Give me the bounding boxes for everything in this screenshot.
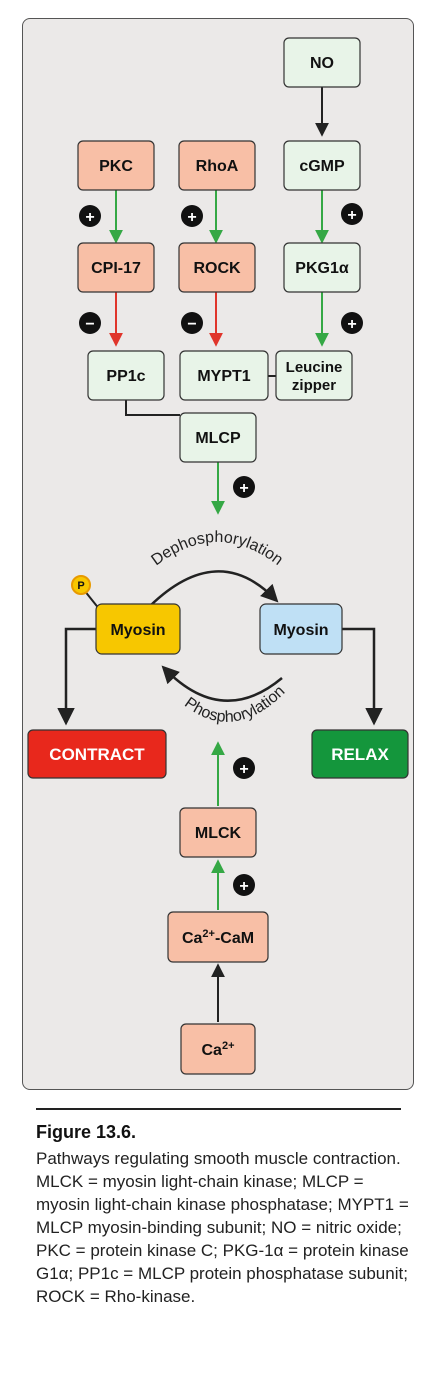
node-pkc: PKC bbox=[77, 140, 155, 191]
arrow-dephosphorylation bbox=[149, 570, 279, 607]
minus-sign-icon: − bbox=[181, 312, 203, 334]
connectors bbox=[57, 87, 383, 1022]
node-cgmp: cGMP bbox=[283, 140, 361, 191]
plus-sign-icon: + bbox=[233, 476, 255, 498]
figure-title: Figure 13.6. bbox=[36, 1122, 137, 1142]
node-myosin-label: Myosin bbox=[273, 622, 328, 639]
node-myosin: Myosin bbox=[259, 603, 343, 655]
node-mypt1: MYPT1 bbox=[179, 350, 269, 401]
node-pp1c-label: PP1c bbox=[106, 368, 145, 385]
dephosphorylation-text: Dephosphorylation bbox=[148, 529, 285, 569]
phosphorylation-label: Phosphorylation bbox=[181, 683, 288, 726]
node-mlcp: MLCP bbox=[179, 412, 257, 463]
node-ca-cam: Ca2+-CaM bbox=[167, 911, 269, 963]
node-leucine-label: Leucine bbox=[286, 359, 343, 376]
node-cgmp-label: cGMP bbox=[299, 158, 345, 175]
svg-text:+: + bbox=[85, 209, 94, 226]
node-myosin-phosphorylated: Myosin bbox=[95, 603, 181, 655]
node-pp1c: PP1c bbox=[87, 350, 165, 401]
figure-caption: Pathways regulating smooth muscle contra… bbox=[36, 1149, 409, 1306]
pathway-diagram: NO PKC RhoA cGMP CPI-17 ROCK PKG1α PP1c … bbox=[27, 37, 409, 1075]
node-ca-label: Ca2+ bbox=[202, 1040, 235, 1059]
node-relax-label: RELAX bbox=[331, 745, 389, 764]
node-myosin-p-label: Myosin bbox=[110, 622, 165, 639]
caption-divider bbox=[36, 1108, 401, 1110]
svg-text:+: + bbox=[239, 480, 248, 497]
svg-text:−: − bbox=[85, 316, 94, 333]
node-mlck: MLCK bbox=[179, 807, 257, 858]
node-ca: Ca2+ bbox=[180, 1023, 256, 1075]
plus-sign-icon: + bbox=[233, 757, 255, 779]
node-rhoa-label: RhoA bbox=[196, 158, 239, 175]
plus-sign-icon: + bbox=[341, 312, 363, 334]
svg-text:+: + bbox=[347, 207, 356, 224]
phosphorylation-text: Phosphorylation bbox=[181, 683, 288, 726]
node-ca-cam-label: Ca2+-CaM bbox=[182, 928, 254, 947]
node-no-label: NO bbox=[310, 55, 334, 72]
node-pkg1a: PKG1α bbox=[283, 242, 361, 293]
node-cpi17: CPI-17 bbox=[77, 242, 155, 293]
svg-text:+: + bbox=[187, 209, 196, 226]
arrow-myosin-relax bbox=[342, 627, 383, 726]
node-contract-label: CONTRACT bbox=[49, 745, 145, 764]
arrow-phosphorylation bbox=[161, 665, 283, 702]
node-zipper-label: zipper bbox=[292, 377, 336, 394]
minus-sign-icon: − bbox=[79, 312, 101, 334]
node-contract: CONTRACT bbox=[27, 729, 167, 779]
node-rhoa: RhoA bbox=[178, 140, 256, 191]
plus-sign-icon: + bbox=[79, 205, 101, 227]
arrow-myosinp-contract bbox=[57, 627, 96, 726]
node-leucine-zipper: Leucine zipper bbox=[275, 350, 353, 401]
svg-text:+: + bbox=[347, 316, 356, 333]
sign-markers: + + + − − + + + bbox=[79, 203, 363, 896]
link-pp1c-mlcp bbox=[125, 400, 180, 416]
svg-text:+: + bbox=[239, 878, 248, 895]
dephosphorylation-label: Dephosphorylation bbox=[148, 529, 285, 569]
node-no: NO bbox=[283, 37, 361, 88]
phosphate-badge: P bbox=[71, 575, 91, 595]
node-rock-label: ROCK bbox=[193, 260, 241, 277]
node-rock: ROCK bbox=[178, 242, 256, 293]
node-relax: RELAX bbox=[311, 729, 409, 779]
node-pkc-label: PKC bbox=[99, 158, 133, 175]
plus-sign-icon: + bbox=[341, 203, 363, 225]
diagram-panel bbox=[22, 18, 414, 1090]
plus-sign-icon: + bbox=[181, 205, 203, 227]
plus-sign-icon: + bbox=[233, 874, 255, 896]
node-mlcp-label: MLCP bbox=[195, 430, 241, 447]
node-cpi17-label: CPI-17 bbox=[91, 260, 141, 277]
svg-text:−: − bbox=[187, 316, 196, 333]
phosphate-label: P bbox=[77, 580, 84, 592]
node-pkg1a-label: PKG1α bbox=[295, 260, 349, 277]
node-mypt1-label: MYPT1 bbox=[197, 368, 250, 385]
svg-text:+: + bbox=[239, 761, 248, 778]
node-mlck-label: MLCK bbox=[195, 825, 242, 842]
